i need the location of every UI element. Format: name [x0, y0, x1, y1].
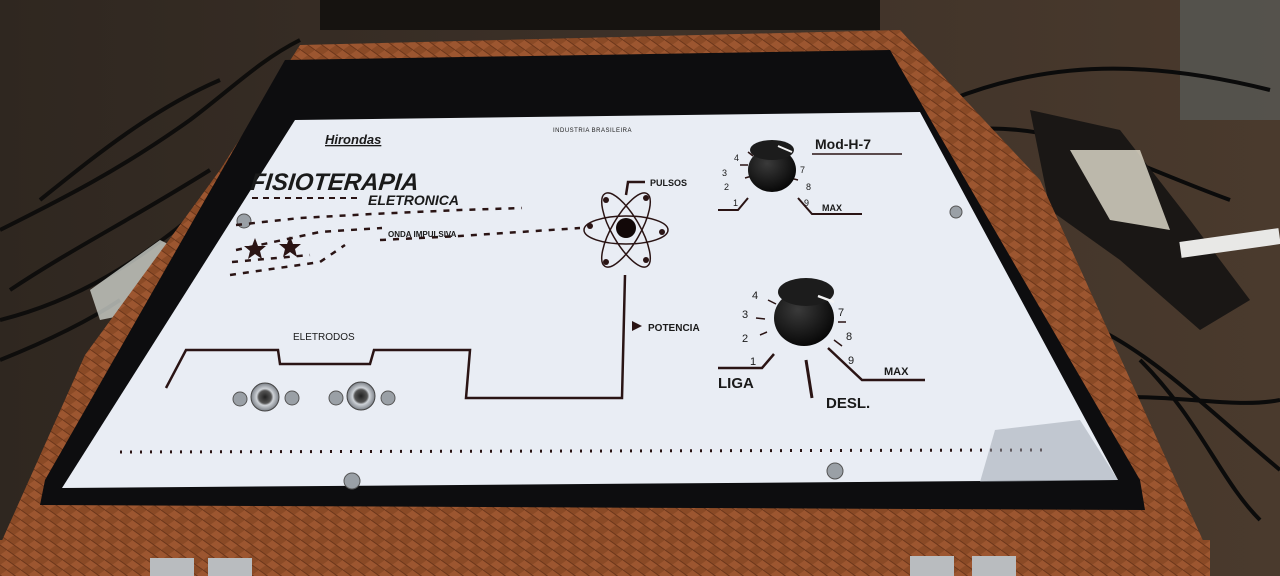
off-marker [804, 359, 814, 399]
pulses-max-label: MAX [822, 203, 842, 213]
indicator-lamp [616, 218, 636, 238]
svg-text:9: 9 [848, 355, 854, 367]
pulses-dial-numbers: 2 3 4 7 8 9 1 [722, 153, 811, 208]
dotted-line [119, 448, 1046, 454]
pulses-knob[interactable] [748, 140, 796, 192]
power-min-mark [718, 353, 775, 370]
latch-left-2 [208, 558, 252, 576]
svg-text:1: 1 [733, 198, 738, 208]
power-label: POTENCIA [648, 323, 700, 334]
atom-icon [583, 192, 669, 268]
electrode-jack-2[interactable] [328, 381, 396, 411]
power-dial-numbers: 1 2 3 4 7 8 9 [742, 290, 854, 368]
svg-text:4: 4 [752, 290, 758, 302]
title-line2: ELETRONICA [368, 192, 459, 208]
maker-line: INDUSTRIA BRASILEIRA [553, 128, 632, 134]
model-label: Mod-H-7 [815, 136, 871, 152]
panel-shadow [980, 420, 1118, 482]
pulses-min-mark [718, 197, 749, 211]
electrode-jack-1[interactable] [232, 382, 300, 412]
cables-left [0, 38, 301, 362]
white-cable-right [1179, 228, 1280, 258]
svg-text:1: 1 [750, 356, 756, 368]
svg-text:3: 3 [722, 168, 727, 178]
svg-text:4: 4 [734, 153, 739, 163]
svg-text:2: 2 [724, 182, 729, 192]
power-max-label: MAX [884, 366, 909, 378]
front-panel [62, 112, 1118, 488]
impulse-wave-pattern [244, 236, 301, 259]
off-label: DESL. [826, 395, 870, 412]
svg-text:7: 7 [800, 165, 805, 175]
latch-right-2 [972, 556, 1016, 576]
brand-label: Hirondas [325, 132, 381, 147]
pulses-max-mark [797, 197, 862, 215]
latch-left [150, 558, 194, 576]
pulses-label: PULSOS [650, 178, 687, 188]
on-label: LIGA [718, 375, 754, 392]
svg-text:9: 9 [804, 198, 809, 208]
cloth-right [1070, 150, 1170, 230]
title-line1: FISIOTERAPIA [249, 169, 420, 196]
case-lid [320, 0, 880, 30]
svg-text:2: 2 [742, 333, 748, 345]
power-max-mark [827, 347, 925, 382]
atom-electrons [587, 195, 665, 265]
svg-text:8: 8 [806, 182, 811, 192]
svg-text:7: 7 [838, 307, 844, 319]
circuit-lines [164, 180, 645, 400]
latch-right [910, 556, 954, 576]
svg-text:8: 8 [846, 331, 852, 343]
power-knob[interactable] [774, 278, 835, 346]
wave-label: ONDA IMPULSIVA [388, 230, 457, 239]
screws [236, 205, 963, 490]
electrodes-label: ELETRODOS [293, 332, 355, 343]
power-dial-ticks [755, 299, 846, 347]
svg-text:3: 3 [742, 309, 748, 321]
power-arrow [632, 321, 642, 331]
wall-corner [1180, 0, 1280, 120]
impulse-wave-dashes [229, 206, 581, 277]
